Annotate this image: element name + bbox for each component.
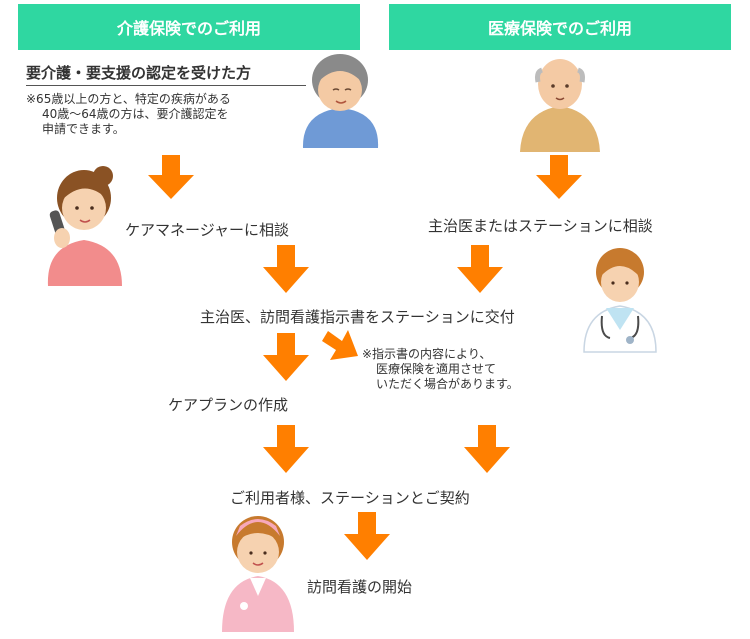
arrow-down-3 [263,245,309,293]
step-start: 訪問看護の開始 [307,578,413,596]
elderly-man-icon [520,59,600,152]
header-medical-insurance: 医療保険でのご利用 [389,4,731,50]
step-doctor-consult: 主治医またはステーションに相談 [428,217,653,235]
arrow-down-8 [344,512,390,560]
instruction-note: ※指示書の内容により、 医療保険を適用させて いただく場合があります。 [362,347,519,392]
instruction-note-line1: ※指示書の内容により、 [362,347,492,361]
step-care-plan: ケアプランの作成 [168,396,289,414]
step-instruction: 主治医、訪問看護指示書をステーションに交付 [200,308,515,326]
header-care-insurance: 介護保険でのご利用 [18,4,360,50]
elderly-woman-icon [302,54,379,148]
eligibility-note-line2: 40歳〜64歳の方は、要介護認定を [42,107,229,121]
doctor-icon [583,248,657,353]
instruction-note-line3: いただく場合があります。 [376,377,519,391]
step-care-manager: ケアマネージャーに相談 [125,221,289,239]
eligibility-title: 要介護・要支援の認定を受けた方 [26,62,306,86]
nurse-icon [222,516,294,632]
arrow-down-2 [536,155,582,199]
arrow-down-1 [148,155,194,199]
arrow-down-7 [464,425,510,473]
eligibility-note-line3: 申請できます。 [42,122,125,136]
eligibility-note: ※65歳以上の方と、特定の疾病がある 40歳〜64歳の方は、要介護認定を 申請で… [26,92,231,137]
instruction-note-line2: 医療保険を適用させて [376,362,497,376]
arrow-diagonal [322,330,358,360]
arrow-down-6 [263,425,309,473]
step-contract: ご利用者様、ステーションとご契約 [230,489,470,507]
eligibility-note-line1: ※65歳以上の方と、特定の疾病がある [26,92,231,106]
woman-on-phone-icon [47,166,122,286]
arrow-down-5 [263,333,309,381]
arrow-down-4 [457,245,503,293]
